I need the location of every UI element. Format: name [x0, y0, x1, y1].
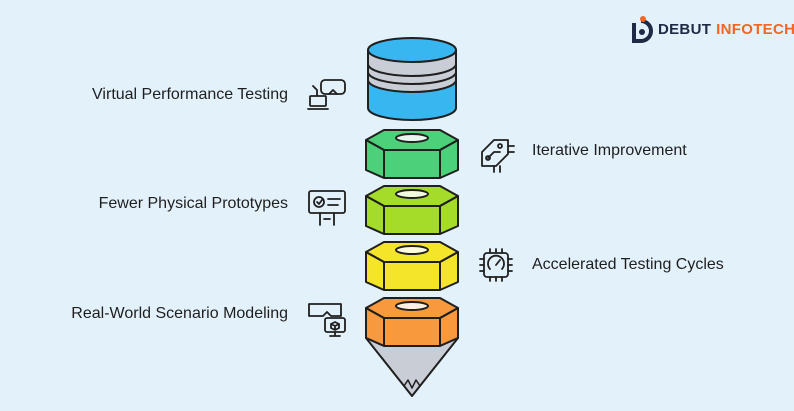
label-accelerated-testing-cycles: Accelerated Testing Cycles [532, 256, 724, 273]
vr-headset-laptop-icon [307, 79, 346, 110]
stack-cylinder-top [367, 37, 457, 121]
brand-logo: DEBUT INFOTECH [630, 15, 794, 43]
brand-name-part2: INFOTECH [716, 20, 794, 38]
brand-name-part1: DEBUT [658, 20, 712, 38]
vr-cube-monitor-icon [308, 303, 346, 337]
speedometer-chip-icon [479, 248, 513, 282]
stack-cone-tip [365, 337, 459, 397]
label-fewer-physical-prototypes: Fewer Physical Prototypes [98, 195, 288, 212]
stack-nut-yellow [365, 241, 459, 291]
stack-nut-orange [365, 297, 459, 347]
label-real-world-scenario-modeling: Real-World Scenario Modeling [71, 305, 288, 322]
circuit-chip-icon [481, 139, 515, 173]
debut-logo-icon [632, 16, 653, 43]
stack-nut-green [365, 129, 459, 179]
presentation-board-icon [308, 190, 346, 226]
label-iterative-improvement: Iterative Improvement [532, 142, 687, 159]
label-virtual-performance-testing: Virtual Performance Testing [92, 86, 288, 103]
stack-nut-lime [365, 185, 459, 235]
